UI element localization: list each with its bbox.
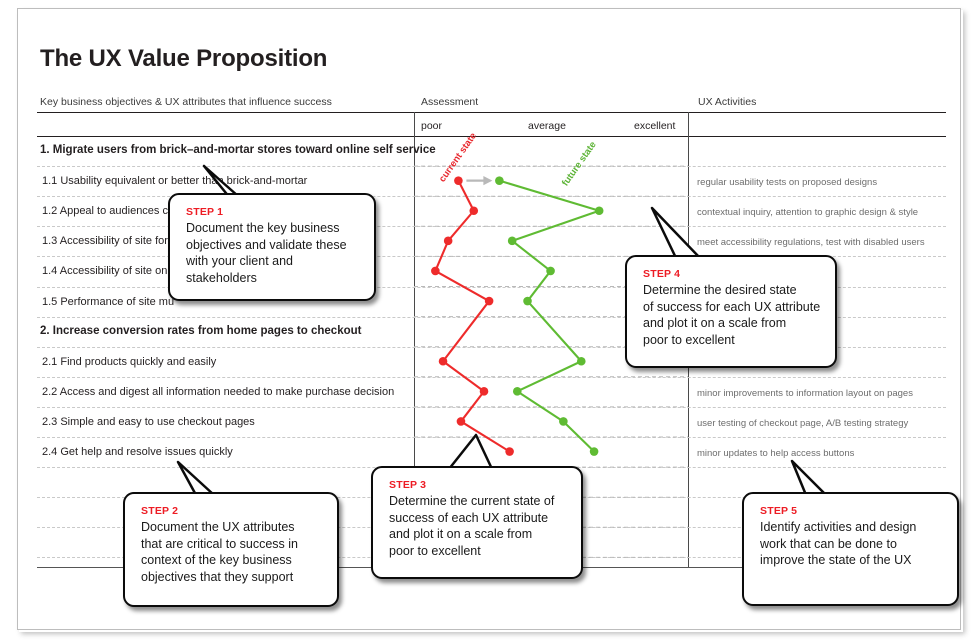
- callout-step-2-label: STEP 2: [141, 505, 179, 517]
- attribute-row-label: 2.2 Access and digest all information ne…: [42, 385, 395, 398]
- callout-step-3-text: Determine the current state of success o…: [389, 494, 555, 558]
- data-point-current-state[interactable]: [505, 447, 514, 456]
- attribute-row-label: 1.3 Accessibility of site for c: [42, 235, 177, 248]
- attribute-row-label: 1.5 Performance of site mu: [42, 295, 175, 308]
- column-header-assessment: Assessment: [421, 96, 479, 108]
- data-point-future-state[interactable]: [507, 236, 517, 246]
- activity-row-label: user testing of checkout page, A/B testi…: [697, 417, 909, 429]
- data-point-future-state[interactable]: [589, 447, 599, 456]
- activity-row-label: minor improvements to information layout…: [697, 387, 913, 399]
- attribute-row-label: 1.4 Accessibility of site on m: [42, 265, 180, 278]
- data-point-current-state[interactable]: [469, 206, 479, 216]
- objective-row-label: 2. Increase conversion rates from home p…: [40, 324, 362, 337]
- data-point-future-state[interactable]: [495, 176, 504, 185]
- transition-arrow-head: [483, 176, 493, 186]
- callout-step-1-text: Document the key business objectives and…: [186, 221, 347, 285]
- callout-step-4: STEP 4 Determine the desired state of su…: [625, 255, 837, 368]
- activity-row-label: regular usability tests on proposed desi…: [697, 177, 878, 189]
- callout-step-5-label: STEP 5: [760, 505, 798, 517]
- header-rule-top: [37, 112, 946, 113]
- data-point-current-state[interactable]: [484, 296, 494, 306]
- data-point-current-state[interactable]: [443, 236, 453, 246]
- attribute-row-label: 1.2 Appeal to audiences cu: [42, 205, 175, 218]
- column-header-activities: UX Activities: [698, 96, 757, 108]
- data-point-current-state[interactable]: [431, 266, 440, 276]
- assessment-chart: [414, 136, 688, 567]
- callout-step-4-text: Determine the desired state of success f…: [643, 283, 821, 347]
- callout-step-1-label: STEP 1: [186, 206, 224, 218]
- data-point-current-state[interactable]: [479, 387, 489, 396]
- data-point-current-state[interactable]: [456, 417, 466, 426]
- header-rule-mid: [37, 136, 946, 137]
- callout-step-2: STEP 2 Document the UX attributes that a…: [123, 492, 339, 607]
- scale-label-average: average: [528, 120, 566, 132]
- data-point-current-state[interactable]: [438, 356, 448, 366]
- data-point-future-state[interactable]: [559, 417, 568, 426]
- attribute-row-label: 1.1 Usability equivalent or better than …: [42, 175, 308, 188]
- attribute-row-label: 2.1 Find products quickly and easily: [42, 355, 217, 368]
- data-point-future-state[interactable]: [523, 296, 532, 306]
- attribute-row-label: 2.3 Simple and easy to use checkout page…: [42, 415, 255, 428]
- callout-step-5: STEP 5 Identify activities and design wo…: [742, 492, 959, 606]
- data-point-future-state[interactable]: [512, 387, 522, 396]
- objective-row-label: 1. Migrate users from brick–and-mortar s…: [40, 144, 436, 156]
- callout-step-2-text: Document the UX attributes that are crit…: [141, 520, 299, 584]
- page-title: The UX Value Proposition: [40, 45, 328, 72]
- column-divider-assessment: [414, 112, 415, 567]
- attribute-row-label: 2.4 Get help and resolve issues quickly: [42, 446, 233, 458]
- data-point-future-state[interactable]: [576, 356, 586, 366]
- activity-row-label: contextual inquiry, attention to graphic…: [697, 207, 919, 219]
- scale-label-excellent: excellent: [634, 120, 676, 132]
- data-point-future-state[interactable]: [546, 266, 555, 276]
- callout-step-4-label: STEP 4: [643, 268, 681, 280]
- activity-row-label: minor updates to help access buttons: [697, 448, 855, 459]
- callout-step-1: STEP 1 Document the key business objecti…: [168, 193, 376, 301]
- callout-step-3-label: STEP 3: [389, 479, 427, 491]
- callout-step-5-text: Identify activities and design work that…: [760, 520, 917, 567]
- column-header-objectives: Key business objectives & UX attributes …: [40, 96, 332, 108]
- callout-step-3: STEP 3 Determine the current state of su…: [371, 466, 583, 579]
- data-point-future-state[interactable]: [594, 206, 604, 216]
- scale-label-poor: poor: [421, 120, 443, 132]
- assessment-chart-svg: [414, 165, 688, 558]
- data-point-current-state[interactable]: [454, 176, 463, 185]
- activity-row-label: meet accessibility regulations, test wit…: [697, 237, 925, 249]
